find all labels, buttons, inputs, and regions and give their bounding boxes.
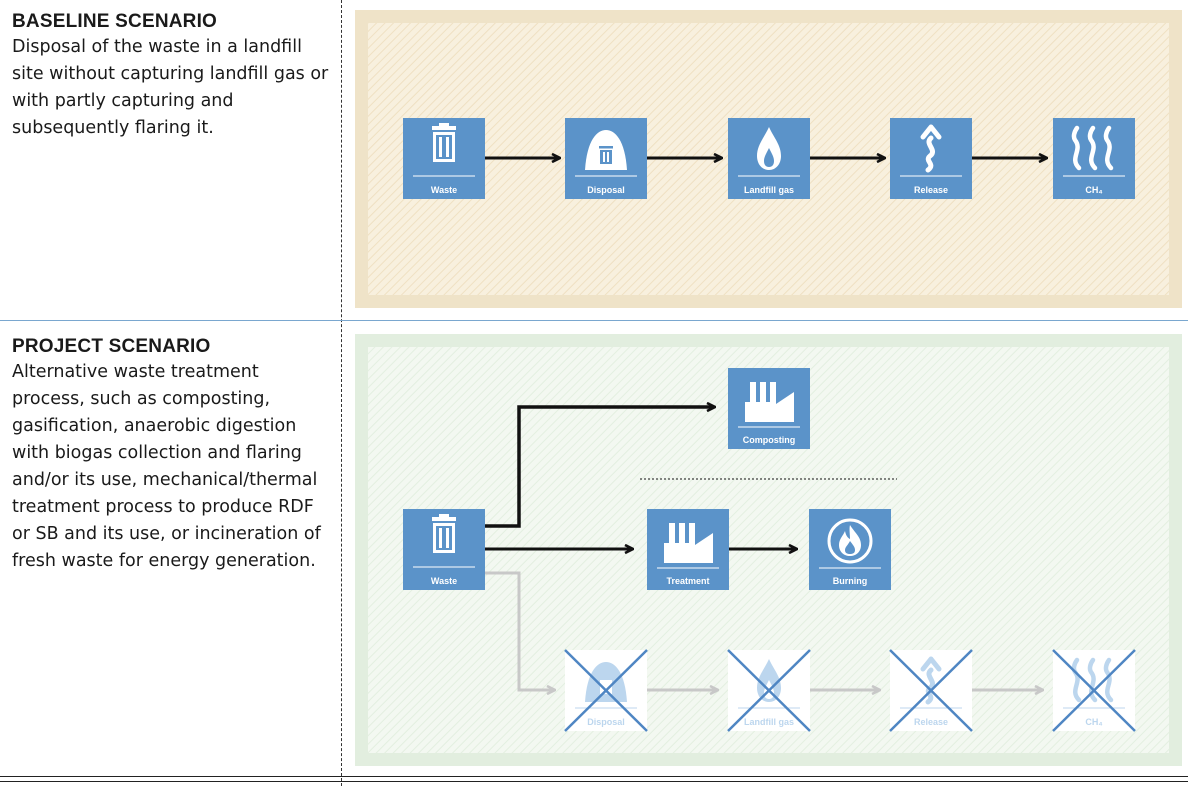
landfill-mound-icon (585, 662, 627, 702)
bottom-rule-bottom (0, 781, 1188, 782)
project-box-burning: Burning (809, 509, 891, 590)
baseline-label-release: Release (914, 185, 948, 195)
baseline-box-waste: Waste (403, 118, 485, 199)
baseline-description: Disposal of the waste in a landfill site… (12, 37, 329, 138)
project-label-waste: Waste (431, 576, 457, 586)
scenario-divider (0, 320, 1188, 321)
landfill-mound-icon (585, 130, 627, 170)
baseline-text-block: BASELINE SCENARIO Disposal of the waste … (12, 10, 332, 142)
baseline-box-ch4: CH₄ (1053, 118, 1135, 199)
avoided-box-disposal: Disposal (564, 649, 648, 732)
baseline-label-ch4: CH₄ (1085, 185, 1102, 195)
arrow-waste-disposal-avoided (485, 571, 554, 690)
avoided-label-ch4: CH₄ (1085, 717, 1102, 727)
cross-out-icon (889, 649, 973, 732)
project-label-burning: Burning (833, 576, 868, 586)
fire-circle-icon (827, 518, 873, 564)
factory-icon (745, 382, 794, 422)
project-box-waste: Waste (403, 509, 485, 590)
cross-out-icon (1052, 649, 1136, 732)
squiggle-arrow-up-icon (920, 124, 942, 173)
baseline-label-waste: Waste (431, 185, 457, 195)
avoided-label-landfill-gas: Landfill gas (744, 717, 794, 727)
factory-icon (664, 523, 713, 563)
arrow-waste-composting (485, 407, 714, 528)
cross-out-icon (564, 649, 648, 732)
baseline-label-landfill-gas: Landfill gas (744, 185, 794, 195)
bottom-rule-top (0, 776, 1188, 777)
baseline-heading: BASELINE SCENARIO (12, 11, 218, 32)
avoided-box-ch4: CH₄ (1052, 649, 1136, 732)
methane-fumes-icon (1071, 125, 1114, 171)
trash-bin-icon (432, 123, 456, 162)
project-description: Alternative waste treatment process, suc… (12, 362, 321, 571)
avoided-label-disposal: Disposal (587, 717, 625, 727)
project-arrows (485, 407, 1042, 690)
baseline-box-release: Release (890, 118, 972, 199)
baseline-box-disposal: Disposal (565, 118, 647, 199)
baseline-label-disposal: Disposal (587, 185, 625, 195)
avoided-label-release: Release (914, 717, 948, 727)
cross-out-icon (727, 649, 811, 732)
project-label-treatment: Treatment (666, 576, 709, 586)
project-text-block: PROJECT SCENARIO Alternative waste treat… (12, 335, 332, 575)
avoided-box-release: Release (889, 649, 973, 732)
avoided-box-landfill-gas: Landfill gas (727, 649, 811, 732)
flame-icon (757, 127, 781, 170)
column-divider (341, 0, 342, 786)
trash-bin-icon (432, 514, 456, 553)
project-label-composting: Composting (743, 435, 796, 445)
project-box-composting: Composting (728, 368, 810, 449)
baseline-box-landfill-gas: Landfill gas (728, 118, 810, 199)
project-heading: PROJECT SCENARIO (12, 336, 211, 357)
project-box-treatment: Treatment (647, 509, 729, 590)
